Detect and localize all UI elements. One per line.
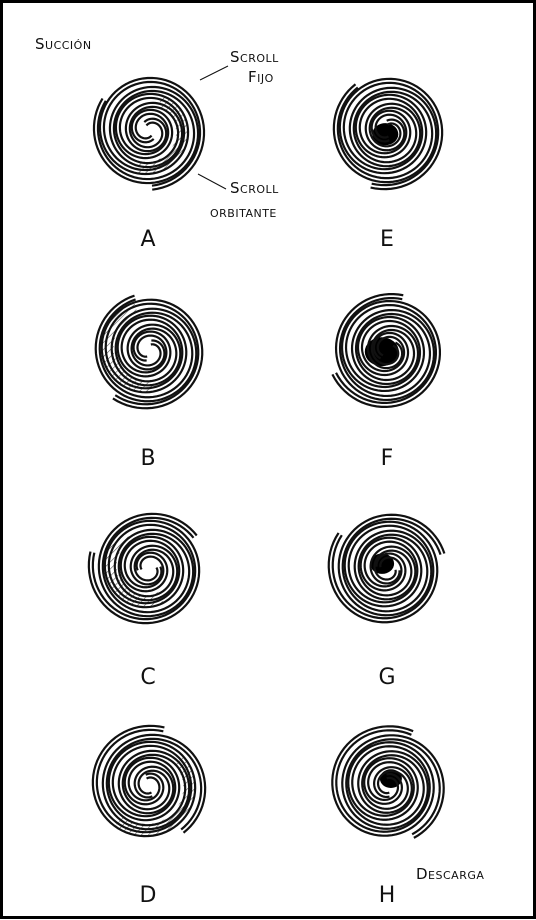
panel-label-c: C (140, 665, 155, 690)
scroll-panel-d (93, 726, 205, 836)
panel-label-g: G (378, 665, 395, 690)
orbiting-scroll-label-2: orbitante (210, 203, 277, 221)
scroll-panel-h (332, 726, 443, 838)
panel-label-b: B (140, 446, 155, 471)
panel-label-f: F (381, 446, 394, 471)
fixed-scroll-wrap-outer (89, 521, 199, 623)
scroll-panel-f (332, 294, 440, 407)
panel-label-a: A (140, 227, 155, 252)
scroll-compressor-diagram: A B C D E F G H Succión Scroll Fijo Scro… (3, 3, 533, 916)
scroll-panel-b (96, 296, 203, 409)
fixed-scroll-label-2: Fijo (248, 68, 274, 86)
panel-label-h: H (379, 883, 396, 908)
discharge-label: Descarga (416, 865, 484, 883)
scroll-panel-e (334, 79, 442, 189)
fixed-scroll-label-1: Scroll (230, 48, 279, 66)
suction-label: Succión (35, 35, 92, 53)
panel-label-d: D (140, 883, 157, 908)
orbiting-scroll-label-1: Scroll (230, 179, 279, 197)
scroll-panel-g (329, 515, 445, 623)
orbiting-scroll-leader (198, 174, 226, 189)
scroll-panel-a (94, 78, 204, 190)
fixed-scroll-leader (200, 66, 228, 80)
scroll-panel-c (89, 514, 199, 623)
panel-label-e: E (380, 227, 394, 252)
